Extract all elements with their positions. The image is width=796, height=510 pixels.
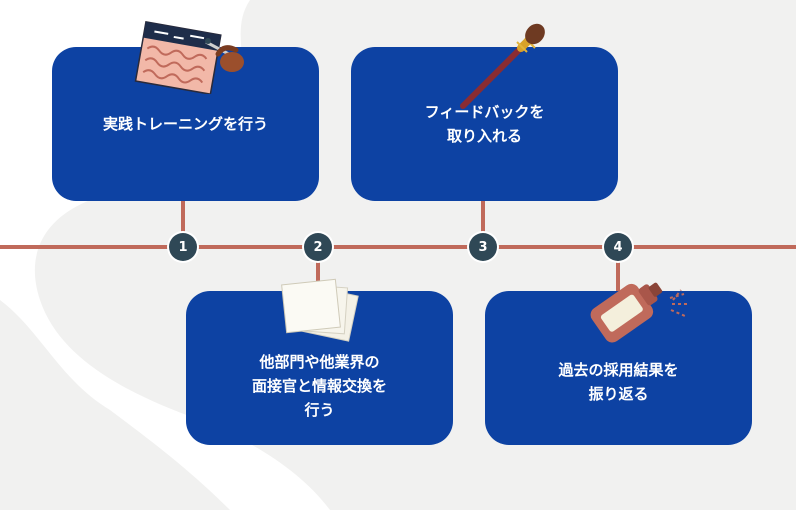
- connector-step-4: [616, 247, 620, 292]
- step-number-1: 1: [169, 233, 197, 261]
- spray-bottle-icon: [590, 282, 690, 343]
- papers-icon: [281, 278, 359, 342]
- step-card-1-label: 実践トレーニングを行う: [102, 115, 268, 133]
- step-card-2-label: 他部門や他業界の 面接官と情報交換を 行う: [251, 353, 387, 419]
- step-number-3: 3: [469, 233, 497, 261]
- connector-step-3: [481, 200, 485, 247]
- step-number-2: 2: [304, 233, 332, 261]
- timeline-line: [0, 245, 796, 249]
- connector-step-2: [316, 247, 320, 292]
- step-number-4: 4: [604, 233, 632, 261]
- step-card-3: フィードバックを 取り入れる: [351, 47, 618, 201]
- paintbrush-icon: [460, 23, 545, 109]
- connector-step-1: [181, 200, 185, 247]
- step-card-3-label: フィードバックを 取り入れる: [424, 103, 545, 145]
- step-card-4-label: 過去の採用結果を 振り返る: [558, 361, 679, 403]
- embroidery-hoop-icon: [134, 21, 244, 94]
